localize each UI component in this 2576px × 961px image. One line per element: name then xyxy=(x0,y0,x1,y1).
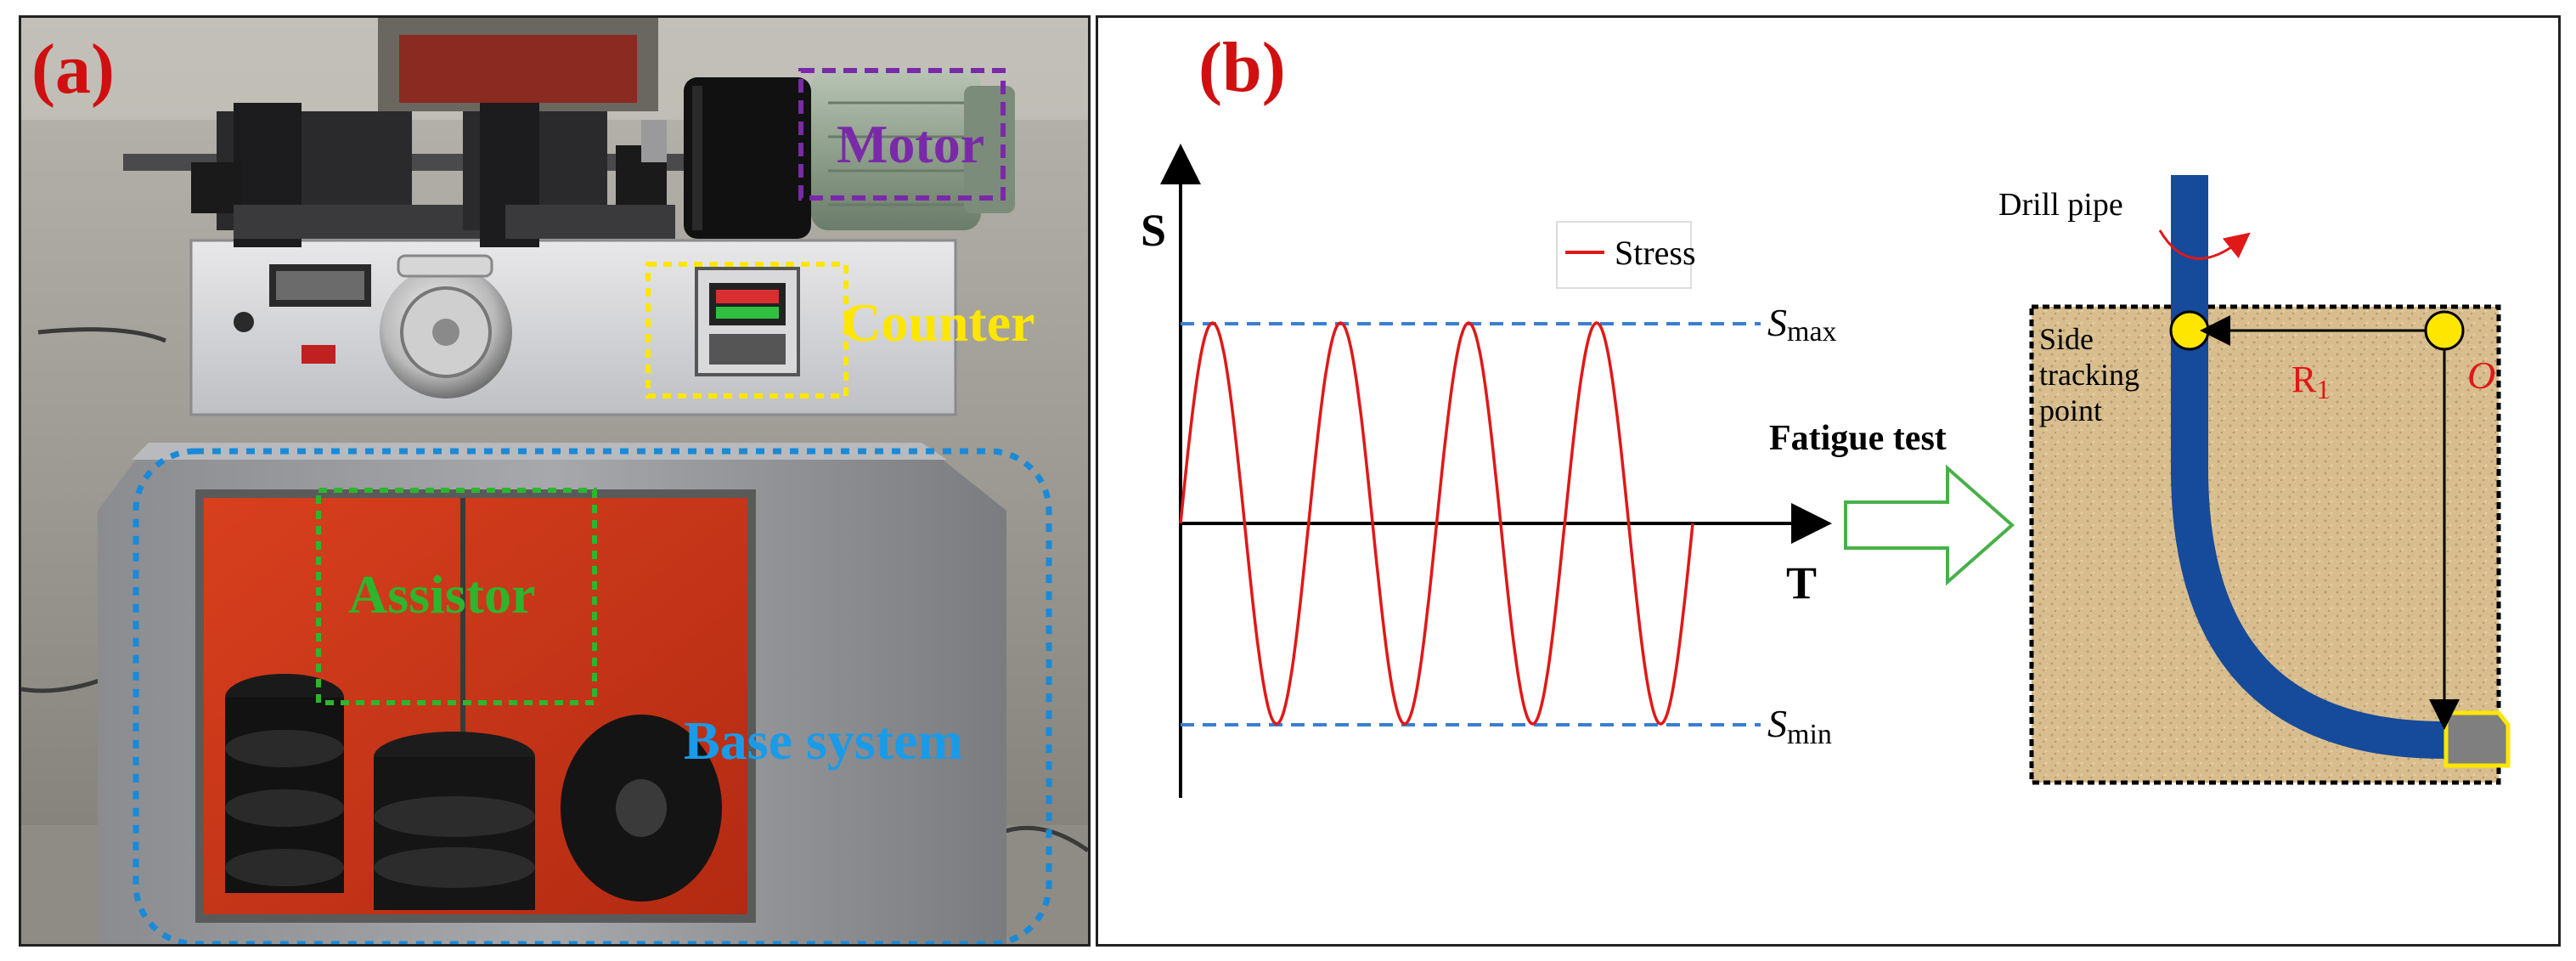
smax-label: Smax xyxy=(1767,301,1837,348)
motor-callout: Motor xyxy=(837,114,984,174)
base-system-callout: Base system xyxy=(684,710,963,771)
legend: Stress xyxy=(1556,221,1696,289)
side-tracking-label-3: point xyxy=(2039,393,2102,427)
panel-b-diagram: (b) S T Smax Smin Stress Fatigue test Dr… xyxy=(1096,15,2561,947)
radius-label: R1 xyxy=(2291,359,2330,404)
panel-a-label: (a) xyxy=(31,30,115,109)
base-system-box xyxy=(132,448,1052,944)
drill-bit xyxy=(2444,710,2511,768)
motor-box xyxy=(798,68,1006,201)
panel-b-label: (b) xyxy=(1198,28,1286,107)
drill-pipe-label: Drill pipe xyxy=(1998,187,2123,223)
origin-marker xyxy=(2424,310,2465,351)
drill-pipe xyxy=(2171,175,2478,759)
assistor-callout: Assistor xyxy=(348,564,535,625)
smin-label: Smin xyxy=(1767,702,1832,750)
fatigue-test-label: Fatigue test xyxy=(1769,419,1947,458)
counter-callout: Counter xyxy=(842,292,1035,353)
black-drum xyxy=(684,77,811,239)
panel-a-photo: (a) Motor Counter Assistor Base system xyxy=(19,15,1091,947)
weight-stack xyxy=(225,674,722,910)
fatigue-diagram: (b) S T Smax Smin Stress Fatigue test Dr… xyxy=(1141,28,2511,798)
y-axis-label: S xyxy=(1141,205,1166,256)
x-axis-label: T xyxy=(1786,557,1817,608)
side-tracking-label-2: tracking xyxy=(2039,358,2139,392)
side-tracking-point-marker xyxy=(2169,310,2210,351)
side-tracking-label-1: Side xyxy=(2039,322,2094,356)
rotation-arrow xyxy=(2158,229,2251,260)
machine-photo: (a) Motor Counter Assistor Base system xyxy=(21,18,1088,944)
motor-body xyxy=(811,69,981,230)
assistor-box xyxy=(316,488,597,705)
chuck-left xyxy=(191,103,488,247)
stress-curve xyxy=(1179,321,1694,726)
legend-label: Stress xyxy=(1615,234,1696,272)
counter-box xyxy=(645,262,848,399)
origin-label: O xyxy=(2467,353,2495,397)
chuck-right xyxy=(463,103,675,247)
fatigue-test-arrow xyxy=(1844,464,2015,586)
